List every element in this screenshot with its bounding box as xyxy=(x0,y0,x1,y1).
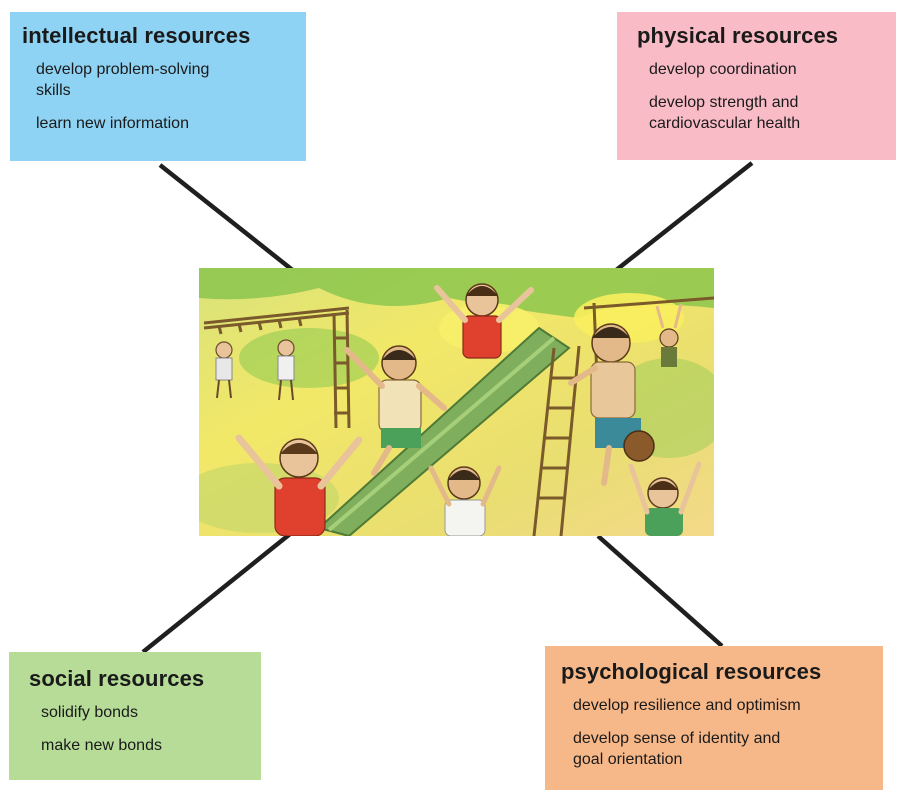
physical-item-2: develop strength and xyxy=(649,94,799,111)
physical-resources-box: physical resources develop coordination … xyxy=(617,12,896,160)
psychological-resources-box: psychological resources develop resilien… xyxy=(545,646,883,790)
psychological-item-1: develop resilience and optimism xyxy=(573,697,801,714)
social-resources-title: social resources xyxy=(29,666,205,691)
intellectual-resources-box: intellectual resources develop problem-s… xyxy=(10,12,306,161)
social-item-2: make new bonds xyxy=(41,737,162,754)
social-item-1: solidify bonds xyxy=(41,704,138,721)
intellectual-item-1-cont: skills xyxy=(36,82,71,99)
psychological-resources-title: psychological resources xyxy=(561,659,822,684)
psychological-item-2: develop sense of identity and xyxy=(573,730,781,747)
intellectual-item-2: learn new information xyxy=(36,115,189,132)
physical-item-2-cont: cardiovascular health xyxy=(649,115,801,132)
physical-resources-title: physical resources xyxy=(637,23,839,48)
psychological-item-2-cont: goal orientation xyxy=(573,751,683,768)
connector-social xyxy=(141,532,292,654)
physical-item-1: develop coordination xyxy=(649,61,797,78)
connector-psychological xyxy=(596,534,724,648)
playground-illustration xyxy=(199,268,714,536)
intellectual-resources-title: intellectual resources xyxy=(22,23,251,48)
connector-intellectual xyxy=(158,163,297,274)
intellectual-item-1: develop problem-solving xyxy=(36,61,210,78)
connector-physical xyxy=(613,161,754,273)
social-resources-box: social resources solidify bonds make new… xyxy=(9,652,261,780)
